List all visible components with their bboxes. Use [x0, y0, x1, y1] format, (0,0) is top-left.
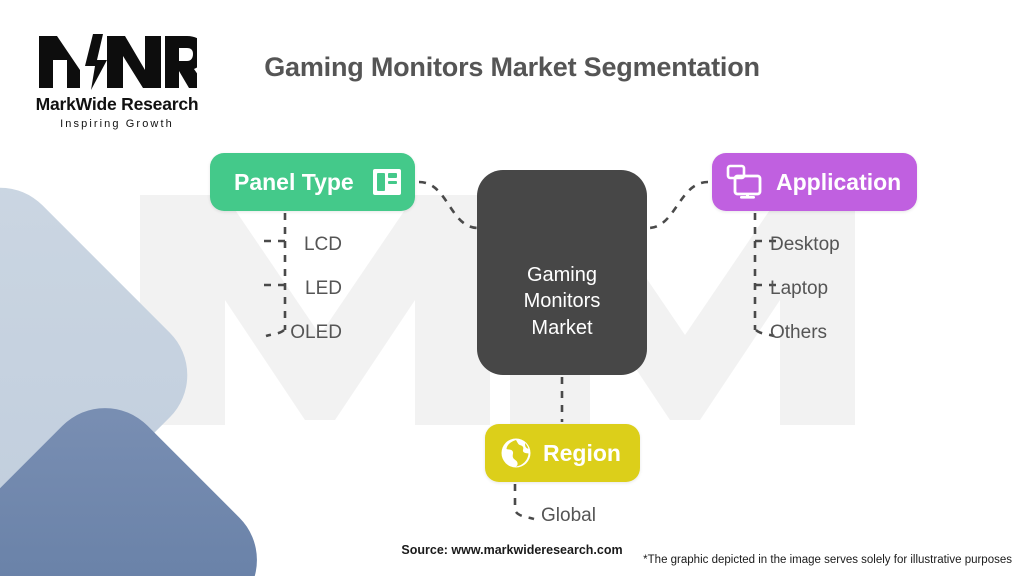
sub-item-others: Others: [770, 322, 828, 343]
branch-label-panel-type: Panel Type: [234, 168, 354, 195]
connector-application-to-center: [647, 180, 709, 230]
connector-panel-to-center: [418, 180, 479, 230]
branch-pill-application[interactable]: Application: [712, 153, 917, 211]
branch-pill-region[interactable]: Region: [485, 424, 640, 482]
center-node-gaming-monitors-market: Gaming Monitors Market: [477, 170, 647, 375]
center-label-line-2: Monitors: [523, 290, 601, 313]
sub-item-oled: OLED: [290, 322, 342, 343]
branch-label-application: Application: [776, 168, 902, 195]
brand-name: MarkWide Research: [35, 94, 199, 114]
sub-item-lcd: LCD: [303, 234, 342, 255]
monitors-icon: [726, 164, 764, 200]
connector-region-stub-global: [514, 511, 535, 521]
sub-item-desktop: Desktop: [770, 234, 840, 255]
connector-panel-stub-oled: [265, 328, 285, 338]
branch-pill-panel-type[interactable]: Panel Type: [210, 153, 415, 211]
mwr-monogram-icon: [39, 34, 197, 90]
page-title: Gaming Monitors Market Segmentation: [264, 52, 760, 82]
center-label-line-3: Market: [531, 316, 593, 339]
brand-tagline: Inspiring Growth: [60, 118, 174, 130]
globe-icon: [499, 436, 533, 470]
sub-item-laptop: Laptop: [770, 278, 829, 299]
branch-label-region: Region: [543, 439, 621, 466]
sub-item-global: Global: [541, 505, 596, 526]
layout-dashboard-icon: [371, 166, 403, 198]
sub-item-led: LED: [305, 278, 342, 299]
center-node-label: Gaming Monitors Market: [524, 262, 601, 341]
center-label-line-1: Gaming: [526, 263, 597, 286]
connector-application-stub-others: [755, 328, 775, 338]
disclaimer-note: *The graphic depicted in the image serve…: [643, 554, 1012, 566]
brand-logo: MarkWide Research Inspiring Growth: [22, 30, 212, 130]
source-attribution: Source: www.markwideresearch.com: [401, 543, 623, 557]
